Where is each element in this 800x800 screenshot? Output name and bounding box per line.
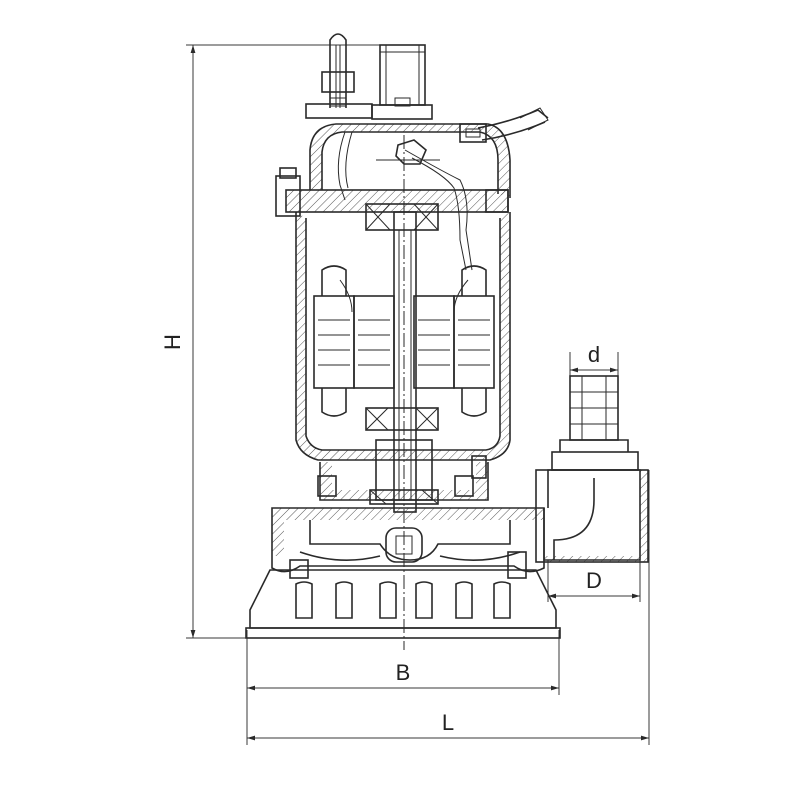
overall-length-label: L	[442, 710, 454, 735]
base-width-dimension: B	[246, 630, 560, 745]
height-label: H	[160, 334, 185, 350]
hose-diameter-label: d	[588, 342, 600, 367]
cable-gland	[371, 44, 433, 120]
motor-shaft	[393, 211, 417, 513]
outlet-diameter-dimension: D	[547, 560, 641, 602]
motor-housing	[295, 212, 511, 461]
discharge-outlet	[535, 439, 649, 563]
lower-bearing	[365, 407, 439, 431]
lifting-handle	[305, 33, 373, 119]
hose-diameter-dimension: d	[569, 342, 619, 378]
pump-volute	[271, 507, 545, 573]
hose-connector	[569, 375, 619, 441]
stator-windings	[313, 265, 495, 417]
upper-bearing	[365, 203, 439, 231]
upper-flange	[275, 167, 509, 217]
base-width-label: B	[396, 660, 411, 685]
strainer-base	[245, 551, 561, 639]
height-dimension: H	[160, 44, 425, 639]
outlet-diameter-label: D	[586, 568, 602, 593]
motor-top-cover	[309, 123, 511, 271]
overall-length-dimension: L	[247, 470, 650, 745]
